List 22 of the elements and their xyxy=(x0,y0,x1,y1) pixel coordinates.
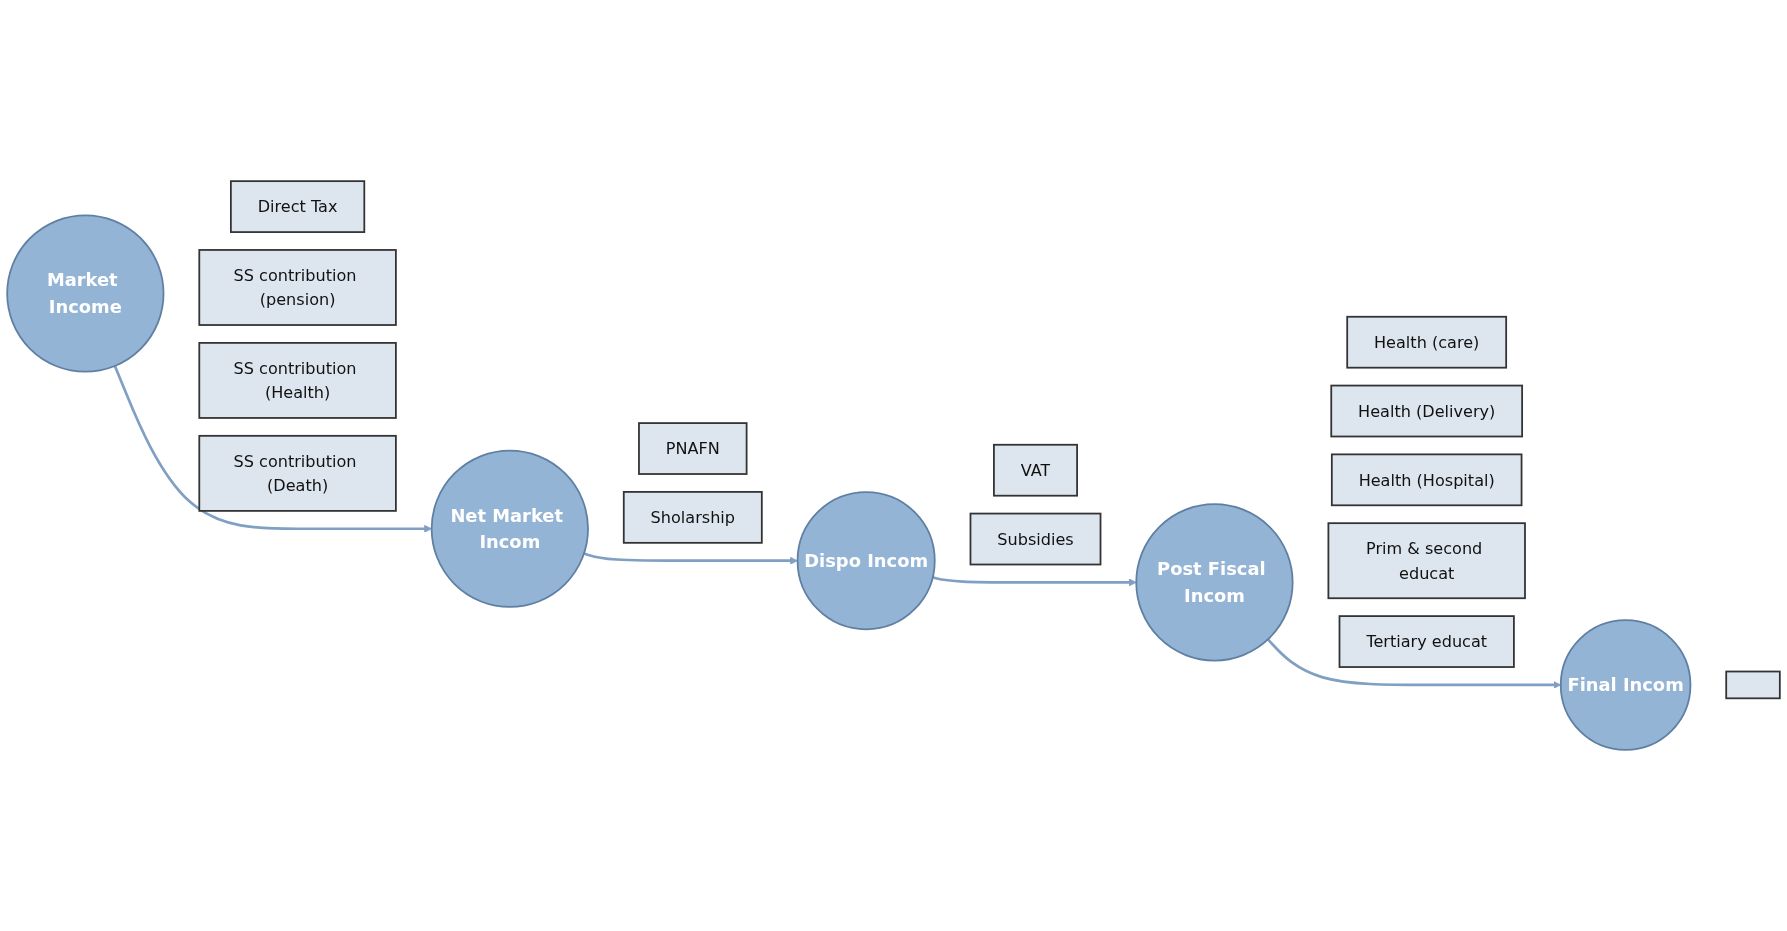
arrow xyxy=(932,576,1137,587)
node-box: Health (Delivery) xyxy=(1330,384,1523,438)
node-box: Prim & second educat xyxy=(1327,522,1526,600)
node-circle: Dispo Incom xyxy=(796,491,936,631)
node-circle: Market Income xyxy=(6,214,165,373)
node-box: Direct Tax xyxy=(229,180,366,233)
node-box: Health (Hospital) xyxy=(1330,453,1523,507)
node-box: SS contribution (pension) xyxy=(198,249,397,326)
node-box: PNAFN xyxy=(638,422,748,475)
node-box: Subsidies xyxy=(969,512,1102,566)
node-circle: Net Market Incom xyxy=(430,449,589,608)
node-circle: Post Fiscal Incom xyxy=(1135,503,1294,662)
arrow xyxy=(113,365,432,533)
node-box: VAT xyxy=(993,443,1078,497)
node-box: SS contribution (Death) xyxy=(198,434,397,512)
node-box xyxy=(1725,670,1781,700)
arrow xyxy=(583,552,798,565)
node-box: SS contribution (Health) xyxy=(198,342,397,419)
node-circle: Final Incom xyxy=(1559,619,1692,751)
node-box: Health (care) xyxy=(1346,315,1508,369)
node-box: Sholarship xyxy=(622,491,763,544)
node-box: Tertiary educat xyxy=(1338,615,1515,668)
